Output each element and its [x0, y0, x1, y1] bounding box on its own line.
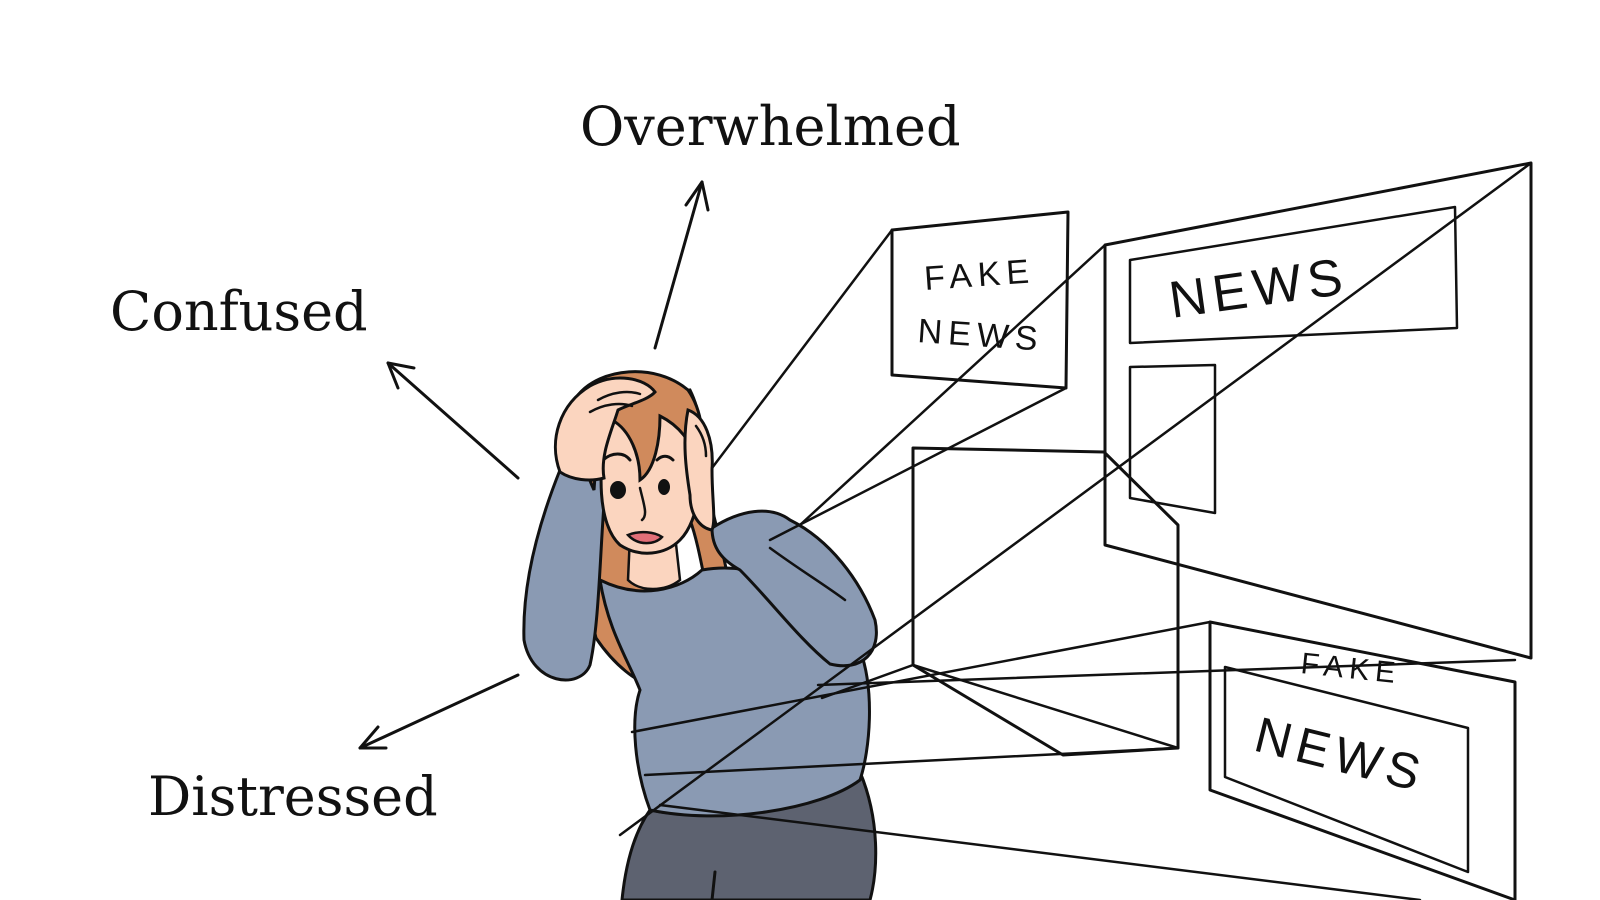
label-distressed: Distressed	[148, 765, 438, 828]
right-eye	[658, 479, 670, 495]
bottom-fake-news-board: FAKE NEWS	[1208, 620, 1517, 900]
large-news-board: NEWS	[1103, 161, 1533, 660]
arrow-overwhelmed	[653, 180, 710, 350]
sweater-right-arm	[710, 509, 878, 668]
arrow-distressed	[358, 673, 520, 750]
left-hand	[553, 376, 657, 482]
label-confused: Confused	[110, 280, 368, 343]
small-fake-news-board: FAKE NEWS	[890, 210, 1070, 390]
bottom-board-news-text: NEWS	[1249, 706, 1431, 802]
bottom-board-fake-text: FAKE	[1299, 647, 1403, 690]
right-hand	[683, 408, 716, 532]
label-overwhelmed: Overwhelmed	[580, 95, 961, 158]
perspective-lines	[618, 161, 1533, 900]
middle-panel	[911, 446, 1180, 757]
sweater-left-arm	[522, 461, 608, 682]
left-eye	[610, 481, 626, 499]
arrow-confused	[386, 361, 520, 480]
small-board-fake-text: FAKE	[923, 252, 1036, 298]
large-board-headline: NEWS	[1166, 247, 1352, 329]
mouth	[625, 530, 664, 545]
distressed-woman-illustration	[522, 370, 878, 900]
